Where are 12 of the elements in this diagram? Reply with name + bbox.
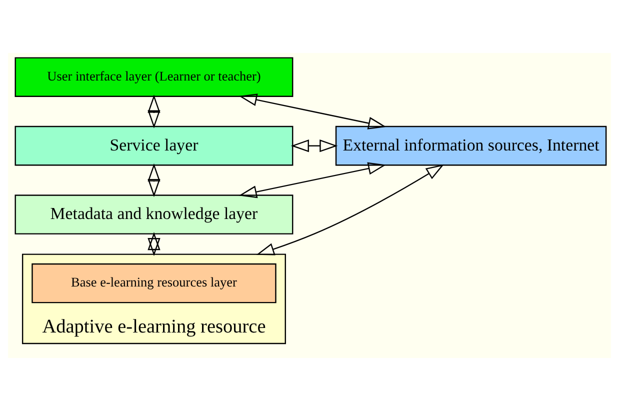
arrow [238,94,386,130]
arrow [148,232,160,256]
node-box: Base e-learning resources layer [32,263,276,304]
arrow [290,140,338,152]
arrow [148,94,160,128]
node-box: Metadata and knowledge layer [14,194,294,234]
arrow [148,163,160,198]
arrow [238,162,386,198]
node-box: External information sources, Internet [335,126,607,166]
node-box: User interface layer (Learner or teacher) [14,57,294,97]
arrow [256,164,444,256]
node-box: Service layer [14,126,294,166]
